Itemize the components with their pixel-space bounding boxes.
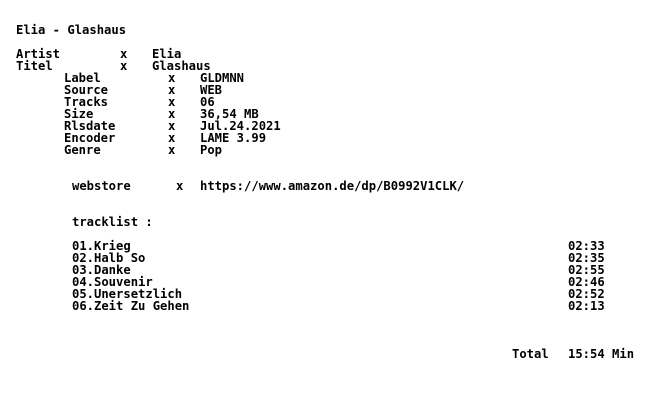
field-size-row: Size x 36,54 MB bbox=[64, 108, 304, 120]
field-separator: x bbox=[168, 83, 176, 97]
field-label: Encoder bbox=[64, 131, 116, 145]
field-value: Pop bbox=[200, 143, 223, 157]
track-time: 02:13 bbox=[568, 299, 605, 313]
track-name: 01.Krieg bbox=[72, 239, 131, 253]
field-tracks-row: Tracks x 06 bbox=[64, 96, 304, 108]
track-name: 02.Halb So bbox=[72, 251, 146, 265]
track-name: 06.Zeit Zu Gehen bbox=[72, 299, 190, 313]
tracklist-heading: tracklist : bbox=[72, 215, 153, 229]
field-encoder-row: Encoder x LAME 3.99 bbox=[64, 132, 304, 144]
field-value: Jul.24.2021 bbox=[200, 119, 281, 133]
track-name: 04.Souvenir bbox=[72, 275, 153, 289]
field-separator: x bbox=[168, 95, 176, 109]
track-row: 05.Unersetzlich 02:52 bbox=[72, 288, 612, 300]
field-source-row: Source x WEB bbox=[64, 84, 304, 96]
track-row: 03.Danke 02:55 bbox=[72, 264, 612, 276]
field-label: Size bbox=[64, 107, 94, 121]
field-value: Elia bbox=[152, 47, 182, 61]
track-time: 02:35 bbox=[568, 251, 605, 265]
field-artist: Artist x Elia bbox=[16, 48, 216, 60]
total-value: 15:54 Min bbox=[568, 347, 635, 361]
track-time: 02:55 bbox=[568, 263, 605, 277]
field-separator: x bbox=[120, 59, 128, 73]
field-label: Genre bbox=[64, 143, 101, 157]
field-value: GLDMNN bbox=[200, 71, 245, 85]
track-row: 01.Krieg 02:33 bbox=[72, 240, 612, 252]
track-name: 03.Danke bbox=[72, 263, 131, 277]
track-name: 05.Unersetzlich bbox=[72, 287, 183, 301]
track-time: 02:33 bbox=[568, 239, 605, 253]
track-time: 02:52 bbox=[568, 287, 605, 301]
webstore-link[interactable]: https://www.amazon.de/dp/B0992V1CLK/ bbox=[200, 179, 465, 193]
field-separator: x bbox=[168, 119, 176, 133]
field-separator: x bbox=[168, 71, 176, 85]
field-separator: x bbox=[168, 107, 176, 121]
total-label: Total bbox=[512, 347, 549, 361]
field-label: Source bbox=[64, 83, 109, 97]
field-label: Rlsdate bbox=[64, 119, 116, 133]
field-separator: x bbox=[168, 131, 176, 145]
field-rlsdate-row: Rlsdate x Jul.24.2021 bbox=[64, 120, 304, 132]
field-label-row: Label x GLDMNN bbox=[64, 72, 304, 84]
field-value: Glashaus bbox=[152, 59, 211, 73]
field-label: Label bbox=[64, 71, 101, 85]
field-label: Titel bbox=[16, 59, 53, 73]
track-row: 04.Souvenir 02:46 bbox=[72, 276, 612, 288]
field-separator: x bbox=[176, 179, 184, 193]
field-value: WEB bbox=[200, 83, 223, 97]
track-time: 02:46 bbox=[568, 275, 605, 289]
field-value: LAME 3.99 bbox=[200, 131, 267, 145]
field-separator: x bbox=[120, 47, 128, 61]
field-label: Artist bbox=[16, 47, 61, 61]
webstore-row: webstore x https://www.amazon.de/dp/B099… bbox=[72, 180, 512, 192]
field-value: 06 bbox=[200, 95, 215, 109]
field-value: 36,54 MB bbox=[200, 107, 259, 121]
field-separator: x bbox=[168, 143, 176, 157]
track-row: 06.Zeit Zu Gehen 02:13 bbox=[72, 300, 612, 312]
field-titel: Titel x Glashaus bbox=[16, 60, 216, 72]
total-row: Total 15:54 Min bbox=[512, 348, 640, 360]
webstore-label: webstore bbox=[72, 179, 131, 193]
release-title: Elia - Glashaus bbox=[16, 23, 127, 37]
field-label: Tracks bbox=[64, 95, 109, 109]
track-row: 02.Halb So 02:35 bbox=[72, 252, 612, 264]
field-genre-row: Genre x Pop bbox=[64, 144, 304, 156]
